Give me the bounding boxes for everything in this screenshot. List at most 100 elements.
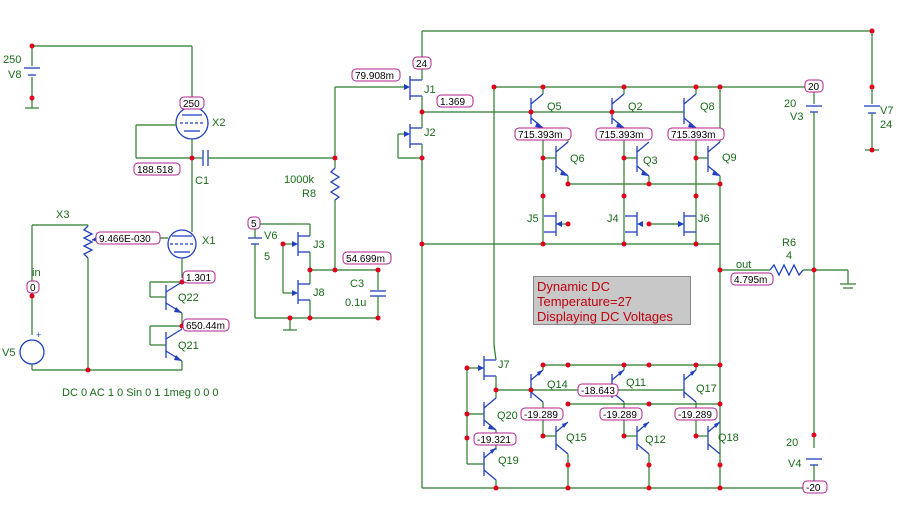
transistor-q21[interactable] xyxy=(165,328,183,362)
source-v3[interactable] xyxy=(806,105,822,113)
q20-label: Q20 xyxy=(497,410,518,422)
transistor-q22[interactable] xyxy=(165,281,183,314)
v4-value: 20 xyxy=(786,437,798,449)
voltage-tag-x3[interactable]: 9.466E-030 xyxy=(95,231,161,245)
source-v7[interactable] xyxy=(864,105,880,114)
v6-value: 5 xyxy=(264,251,270,263)
jfet-j2[interactable] xyxy=(404,124,422,148)
voltage-tag-m19321[interactable]: -19.321 xyxy=(473,432,517,446)
q12-label: Q12 xyxy=(645,434,666,446)
jfet-j4[interactable] xyxy=(625,212,643,236)
v3-value: 20 xyxy=(784,98,796,110)
svg-text:+: + xyxy=(36,330,41,340)
voltage-tag-1301[interactable]: 1.301 xyxy=(182,270,216,284)
voltage-m19a-value: -19.289 xyxy=(524,410,558,421)
jfet-j3[interactable] xyxy=(292,232,310,256)
v7-label: V7 xyxy=(880,105,893,117)
v8-value: 250 xyxy=(3,54,21,66)
transistor-q19[interactable] xyxy=(483,447,497,481)
voltage-tag-m19-q11[interactable]: -19.289 xyxy=(599,407,643,421)
transistor-q6[interactable] xyxy=(555,141,569,177)
simulation-info-box: Dynamic DC Temperature=27 Displaying DC … xyxy=(533,276,691,325)
voltage-m19b-value: -19.289 xyxy=(603,410,637,421)
resistor-r6[interactable] xyxy=(769,263,804,277)
voltage-tag-out[interactable]: 4.795m xyxy=(730,272,774,286)
transistor-q20[interactable] xyxy=(483,397,497,431)
voltage-tag-5[interactable]: 5 xyxy=(247,216,261,230)
jfet-j7[interactable] xyxy=(478,356,496,380)
voltage-tag-250[interactable]: 250 xyxy=(179,96,205,110)
info-temperature: Temperature=27 xyxy=(537,294,633,309)
transistor-q15[interactable] xyxy=(555,421,569,455)
v5-spec: DC 0 AC 1 0 Sin 0 1 1meg 0 0 0 xyxy=(62,387,219,399)
q14-label: Q14 xyxy=(547,379,568,391)
voltage-715b-value: 715.393m xyxy=(599,130,643,141)
transistor-q3[interactable] xyxy=(636,141,650,177)
transistor-q14[interactable] xyxy=(530,369,544,403)
capacitor-c3[interactable] xyxy=(370,290,386,297)
voltage-tag-24[interactable]: 24 xyxy=(412,56,432,70)
q22-label: Q22 xyxy=(178,292,199,304)
voltage-tag-79[interactable]: 79.908m xyxy=(351,68,401,82)
x1-label: X1 xyxy=(202,235,215,247)
transistor-q8[interactable] xyxy=(683,93,697,129)
v3-label: V3 xyxy=(790,111,803,123)
jfet-j8[interactable] xyxy=(292,280,310,304)
capacitor-c1[interactable] xyxy=(202,150,209,166)
transistor-q9[interactable] xyxy=(707,141,721,177)
q19-label: Q19 xyxy=(498,455,519,467)
info-mode: Dynamic DC xyxy=(537,279,610,294)
source-v4[interactable] xyxy=(806,458,822,466)
tube-x2[interactable] xyxy=(175,106,209,140)
voltage-m19321-value: -19.321 xyxy=(477,435,511,446)
voltage-tag-20[interactable]: 20 xyxy=(804,79,824,93)
voltage-tag-715-q2[interactable]: 715.393m xyxy=(595,127,653,141)
v8-label: V8 xyxy=(8,69,21,81)
resistor-r8[interactable] xyxy=(329,167,341,201)
voltage-tag-715-q5[interactable]: 715.393m xyxy=(514,127,572,141)
transistor-q18[interactable] xyxy=(707,421,721,455)
voltage-250-value: 250 xyxy=(183,99,200,110)
q21-label: Q21 xyxy=(178,340,199,352)
c3-label: C3 xyxy=(350,278,364,290)
v5-label: V5 xyxy=(2,347,15,359)
net-in: in xyxy=(32,267,41,279)
transistor-q2[interactable] xyxy=(611,93,625,129)
source-v5[interactable]: + xyxy=(19,330,45,365)
jfet-j5[interactable] xyxy=(544,212,562,236)
jfet-j6[interactable] xyxy=(678,212,696,236)
v4-label: V4 xyxy=(788,458,801,470)
r8-label: R8 xyxy=(302,188,316,200)
voltage-out-value: 4.795m xyxy=(734,275,767,286)
voltage-tag-m19-q14[interactable]: -19.289 xyxy=(520,407,564,421)
r6-label: R6 xyxy=(782,237,796,249)
voltage-tag-m18[interactable]: -18.643 xyxy=(577,383,619,397)
q2-label: Q2 xyxy=(628,101,643,113)
voltage-tag-188[interactable]: 188.518 xyxy=(133,162,181,176)
j2-label: J2 xyxy=(424,127,436,139)
q8-label: Q8 xyxy=(700,101,715,113)
voltage-tag-650[interactable]: 650.44m xyxy=(182,318,230,332)
voltage-20-value: 20 xyxy=(808,82,820,93)
transistor-q17[interactable] xyxy=(683,369,697,403)
x2-label: X2 xyxy=(212,117,225,129)
voltage-tag-54[interactable]: 54.699m xyxy=(342,251,392,265)
voltage-m20-value: -20 xyxy=(806,483,821,494)
r6-value: 4 xyxy=(786,250,792,262)
voltage-79-value: 79.908m xyxy=(355,71,394,82)
q3-label: Q3 xyxy=(643,155,658,167)
v7-value: 24 xyxy=(880,119,892,131)
voltage-tag-m20[interactable]: -20 xyxy=(802,480,828,494)
voltage-tag-715-q8[interactable]: 715.393m xyxy=(667,127,725,141)
source-v6[interactable] xyxy=(248,237,262,245)
voltage-tag-m19-q17[interactable]: -19.289 xyxy=(674,407,718,421)
transistor-q12[interactable] xyxy=(636,421,650,455)
v6-label: V6 xyxy=(264,230,277,242)
q6-label: Q6 xyxy=(570,153,585,165)
tube-x1[interactable] xyxy=(167,229,197,259)
jfet-j1[interactable] xyxy=(404,76,422,100)
voltage-tag-in[interactable]: 0 xyxy=(26,280,40,294)
voltage-tag-1369[interactable]: 1.369 xyxy=(436,94,474,108)
q15-label: Q15 xyxy=(566,432,587,444)
